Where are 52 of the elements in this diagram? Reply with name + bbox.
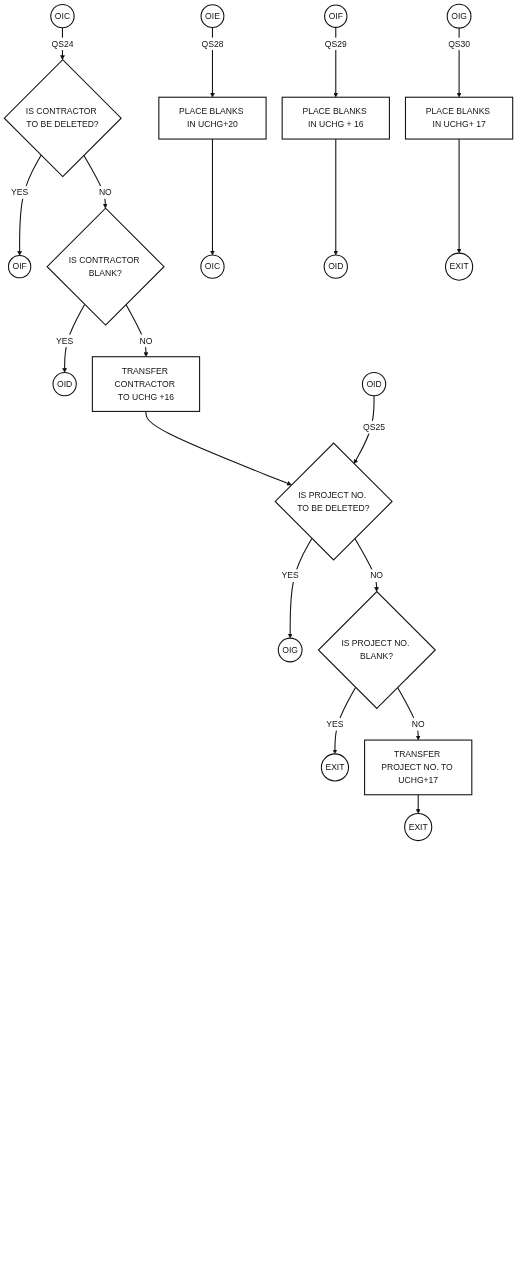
arrow [415, 794, 421, 814]
node-circle: EXIT [445, 252, 474, 281]
node-circle: OIC [50, 4, 75, 29]
node-circle: OIE [200, 4, 225, 29]
edge-label: YES [281, 570, 299, 581]
node-circle: OIC [200, 254, 225, 279]
node-circle: EXIT [404, 813, 433, 842]
node-diamond: IS PROJECT NO. BLANK? [317, 590, 437, 710]
edge-label: QS28 [201, 39, 224, 49]
node-box: PLACE BLANKS IN UCHG + 16 [281, 96, 390, 140]
node-box: PLACE BLANKS IN UCHG+ 17 [404, 96, 514, 140]
node-diamond: IS CONTRACTOR BLANK? [46, 207, 165, 326]
arrow [354, 537, 379, 592]
arrow [456, 27, 462, 98]
arrow [83, 154, 108, 209]
arrow [145, 410, 292, 486]
edge-label: NO [98, 187, 112, 197]
node-circle: OIF [7, 254, 32, 279]
arrow [456, 138, 462, 254]
edge-label: NO [370, 570, 384, 581]
edge-label: QS30 [448, 39, 471, 49]
node-diamond: IS PROJECT NO. TO BE DELETED? [274, 442, 393, 561]
arrow [210, 138, 215, 256]
edge-label: NO [411, 719, 425, 729]
node-box: TRANSFER PROJECT NO. TO UCHG+17 [364, 739, 473, 796]
node-circle: OID [52, 371, 77, 397]
edge-label: YES [326, 719, 344, 729]
node-circle: EXIT [320, 753, 350, 782]
node-circle: OIF [324, 4, 348, 28]
arrow [333, 26, 339, 98]
arrow [62, 303, 86, 373]
arrow [397, 686, 421, 741]
node-circle: OIG [446, 3, 472, 29]
edge-label: NO [139, 336, 153, 346]
arrow [17, 154, 42, 256]
edge-label: QS24 [51, 39, 74, 49]
arrow [125, 303, 149, 357]
node-circle: OID [361, 371, 387, 397]
edge-label: YES [11, 187, 29, 197]
node-circle: OID [323, 254, 348, 279]
edge-label: QS25 [363, 422, 386, 432]
edge-label: QS29 [324, 39, 347, 49]
arrow [287, 537, 313, 639]
arrow [333, 138, 339, 256]
node-box: PLACE BLANKS IN UCHG+20 [158, 96, 267, 140]
node-box: TRANSFER CONTRACTOR TO UCHG +16 [91, 356, 201, 412]
node-diamond: IS CONTRACTOR TO BE DELETED? [3, 58, 122, 178]
arrow [353, 395, 375, 464]
arrow [332, 686, 357, 755]
edge-label: YES [56, 336, 74, 346]
arrow [210, 27, 215, 98]
node-circle: OIG [277, 637, 303, 663]
